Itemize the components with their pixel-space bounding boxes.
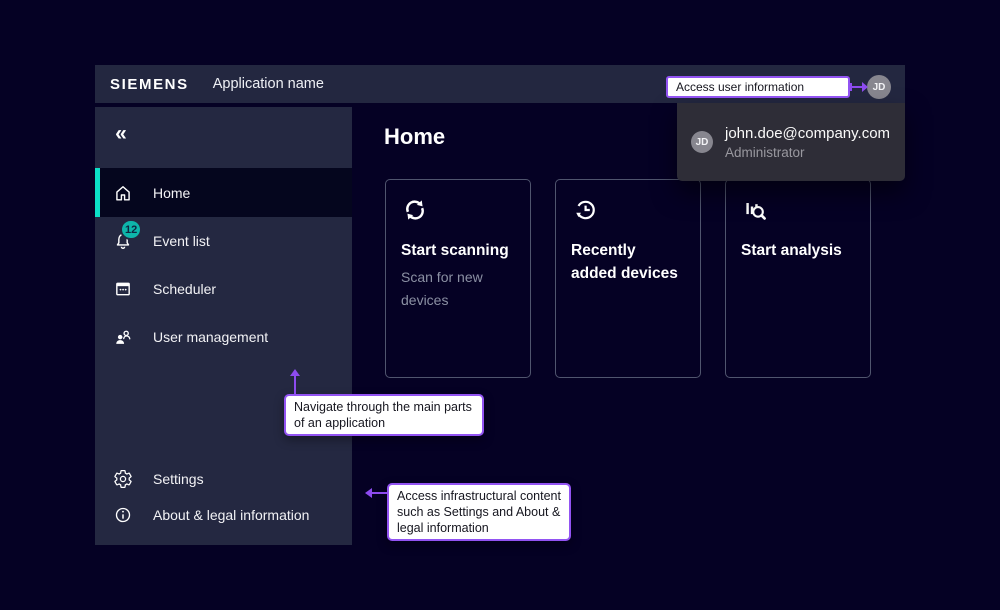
card-start-scanning[interactable]: Start scanning Scan for new devices bbox=[385, 179, 531, 378]
arrow-right-icon bbox=[862, 82, 868, 92]
history-icon bbox=[571, 196, 685, 224]
annotation-text: Access user information bbox=[676, 80, 805, 94]
annotation-line: legal information bbox=[397, 521, 489, 535]
sidebar-item-label: User management bbox=[153, 329, 269, 345]
quick-action-cards: Start scanning Scan for new devices Rece… bbox=[385, 179, 871, 378]
analysis-icon bbox=[741, 196, 855, 224]
card-title: Recently added devices bbox=[571, 242, 678, 283]
sidebar-collapse-button[interactable]: « bbox=[105, 118, 137, 150]
annotation-line: of an application bbox=[294, 416, 386, 430]
scheduler-icon bbox=[113, 279, 133, 299]
annotation-line: Navigate through the main parts bbox=[294, 400, 472, 414]
annotation-line: Access infrastructural content bbox=[397, 489, 561, 503]
card-title: Start scanning bbox=[401, 242, 509, 259]
sidebar-item-event-list[interactable]: 12 Event list bbox=[95, 217, 352, 265]
card-recently-added-devices[interactable]: Recently added devices bbox=[555, 179, 701, 378]
user-avatar-button[interactable]: JD bbox=[867, 75, 891, 99]
sidebar-item-label: Home bbox=[153, 184, 191, 201]
user-email: john.doe@company.com bbox=[725, 124, 891, 142]
info-icon bbox=[113, 505, 133, 525]
refresh-icon bbox=[401, 196, 515, 224]
annotation-infrastructure: Access infrastructural content such as S… bbox=[387, 483, 571, 541]
event-count-badge: 12 bbox=[120, 219, 143, 240]
avatar-initials: JD bbox=[872, 81, 886, 93]
annotation-arrow-line bbox=[294, 375, 296, 394]
sidebar: « Home 12 Event list bbox=[95, 107, 352, 545]
arrow-up-icon bbox=[290, 369, 300, 376]
sidebar-item-home[interactable]: Home bbox=[95, 168, 352, 217]
active-indicator-bar bbox=[95, 168, 100, 217]
sidebar-item-settings[interactable]: Settings bbox=[95, 461, 352, 497]
annotation-arrow-line bbox=[850, 86, 863, 88]
annotation-navigation: Navigate through the main parts of an ap… bbox=[284, 394, 484, 436]
card-subtitle: Scan for new devices bbox=[401, 269, 483, 308]
card-title: Start analysis bbox=[741, 242, 842, 259]
sidebar-item-label: Scheduler bbox=[153, 281, 217, 297]
annotation-arrow-tick bbox=[850, 83, 852, 91]
user-info: john.doe@company.com Administrator bbox=[725, 125, 890, 160]
annotation-user-info: Access user information bbox=[666, 76, 850, 98]
card-start-analysis[interactable]: Start analysis bbox=[725, 179, 871, 378]
page-title: Home bbox=[384, 124, 446, 149]
chevron-double-left-icon: « bbox=[115, 122, 127, 145]
arrow-left-icon bbox=[365, 488, 372, 498]
sidebar-item-scheduler[interactable]: Scheduler bbox=[95, 265, 352, 313]
home-icon bbox=[113, 183, 133, 203]
user-dropdown[interactable]: JD john.doe@company.com Administrator bbox=[677, 103, 905, 181]
sidebar-item-label: Event list bbox=[153, 233, 210, 249]
sidebar-item-label: Settings bbox=[153, 471, 204, 487]
annotation-arrow-line bbox=[371, 492, 387, 494]
sidebar-item-user-management[interactable]: User management bbox=[95, 313, 352, 361]
annotation-line: such as Settings and About & bbox=[397, 505, 561, 519]
avatar: JD bbox=[691, 131, 713, 153]
siemens-logo: SIEMENS bbox=[110, 75, 189, 93]
sidebar-item-about[interactable]: About & legal information bbox=[95, 497, 352, 533]
user-role: Administrator bbox=[725, 144, 805, 160]
gear-icon bbox=[113, 469, 133, 489]
users-icon bbox=[113, 327, 133, 347]
sidebar-item-label: About & legal information bbox=[153, 507, 310, 523]
app-title: Application name bbox=[212, 76, 324, 92]
avatar-initials: JD bbox=[695, 136, 709, 148]
